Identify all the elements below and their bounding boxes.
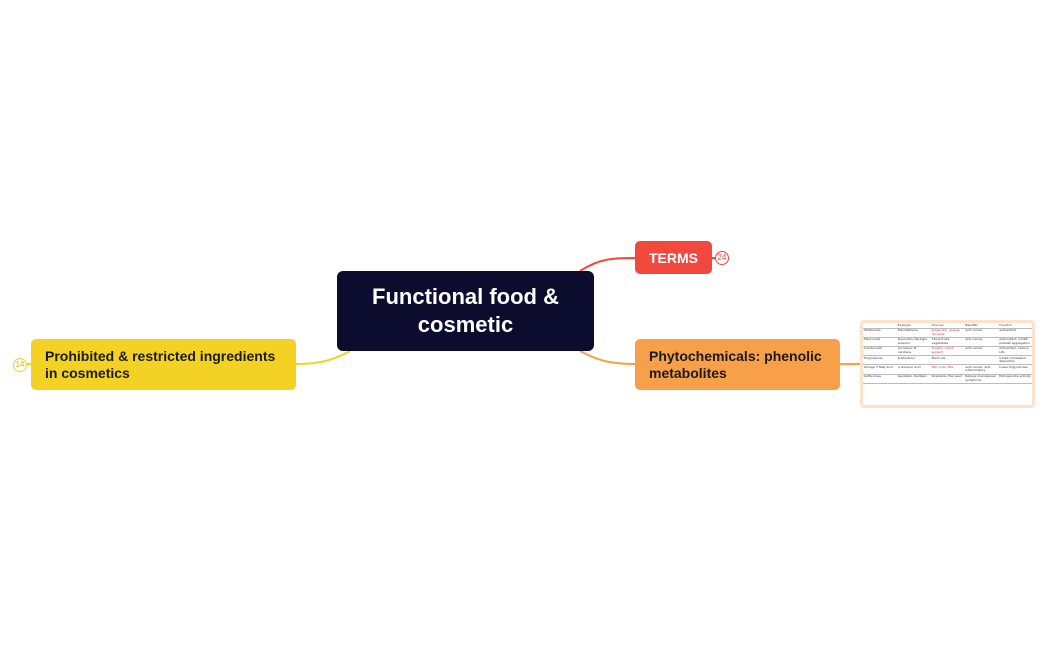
attached-table-cell: Sources: [930, 323, 965, 329]
attached-table-cell: Isoflavones: [863, 374, 897, 384]
topic-phytochemicals[interactable]: Phytochemicals: phenolic metabolites: [635, 339, 840, 390]
attached-table-cell: Flavonoids: [863, 337, 897, 347]
topic-phytochemicals-label: Phytochemicals: phenolic metabolites: [649, 347, 822, 381]
attached-table-cell: Relieve menopausal symptoms: [964, 374, 999, 384]
attached-table-cell: Antioxidant, inhibit platelet aggregatio…: [998, 337, 1032, 347]
attached-table-cell: Function: [998, 323, 1032, 329]
attached-table-cell: grape skin, grapes, red wine: [930, 328, 965, 338]
attached-table-cell: Lower triglycerides: [998, 364, 1032, 375]
attached-table-cell: Tomato, carrot, spinach: [930, 346, 965, 357]
topic-prohibited-ingredients[interactable]: Prohibited & restricted ingredients in c…: [31, 339, 296, 390]
attached-table-cell: Example: [896, 323, 931, 329]
topic-terms-label: TERMS: [649, 249, 698, 266]
attached-table-cell: anti-cancer: [964, 328, 999, 338]
central-topic-label: Functional food & cosmetic: [372, 284, 559, 337]
attached-table-cell: Soybeans, flax seed: [930, 374, 965, 384]
attached-table-cell: Inhibit cholesterol absorption: [998, 355, 1032, 366]
attached-table-cell: Plant oils: [930, 355, 965, 366]
attached-table-cell: [964, 355, 999, 366]
collapsed-count-badge-terms[interactable]: 24: [715, 251, 729, 265]
attached-table-cell: Anti-cancer: [964, 346, 999, 357]
connector-phytochemicals: [579, 350, 636, 365]
attached-table-cell: [863, 323, 897, 329]
attached-table-cell: Citrus fruits, vegetables: [930, 337, 965, 347]
attached-table-cell: Pterostilbene: [896, 328, 931, 338]
attached-table-cell: Benefits: [964, 323, 999, 329]
attached-table-cell: Fish, nuts, flax: [930, 364, 965, 375]
attached-table-cell: Quercetin, Naringin, Luteolin: [896, 337, 931, 347]
attached-table-cell: Lycopene, B-carotene: [896, 346, 931, 357]
attached-table-cell: Phytosterols: [863, 355, 897, 366]
attached-table-cell: Genistein, Daidzein: [896, 374, 931, 384]
attached-table-cell: α-linolenic acid: [896, 364, 931, 375]
connector-prohibited: [295, 350, 351, 365]
central-topic[interactable]: Functional food & cosmetic: [337, 271, 594, 351]
attached-table-cell: Carotenoids: [863, 346, 897, 357]
attached-table-cell: Anti-cancer, anti-inflammatory: [964, 364, 999, 375]
collapsed-count-badge-prohibited[interactable]: 14: [13, 358, 27, 372]
attached-table-cell: Antioxidant, reduce LDL: [998, 346, 1032, 357]
attached-table-cell: Estrogen-like activity: [998, 374, 1032, 384]
attached-table-cell: Stilbenoids: [863, 328, 897, 338]
attached-table-cell: Anti-cancer: [964, 337, 999, 347]
connector-terms: [579, 257, 636, 272]
topic-prohibited-label: Prohibited & restricted ingredients in c…: [45, 347, 276, 381]
attached-table-cell: Omega 3 fatty acid: [863, 364, 897, 375]
attached-table-cell: antioxidant: [998, 328, 1032, 338]
topic-terms[interactable]: TERMS: [635, 241, 712, 274]
attached-table-cell: β-sitosterol: [896, 355, 931, 366]
